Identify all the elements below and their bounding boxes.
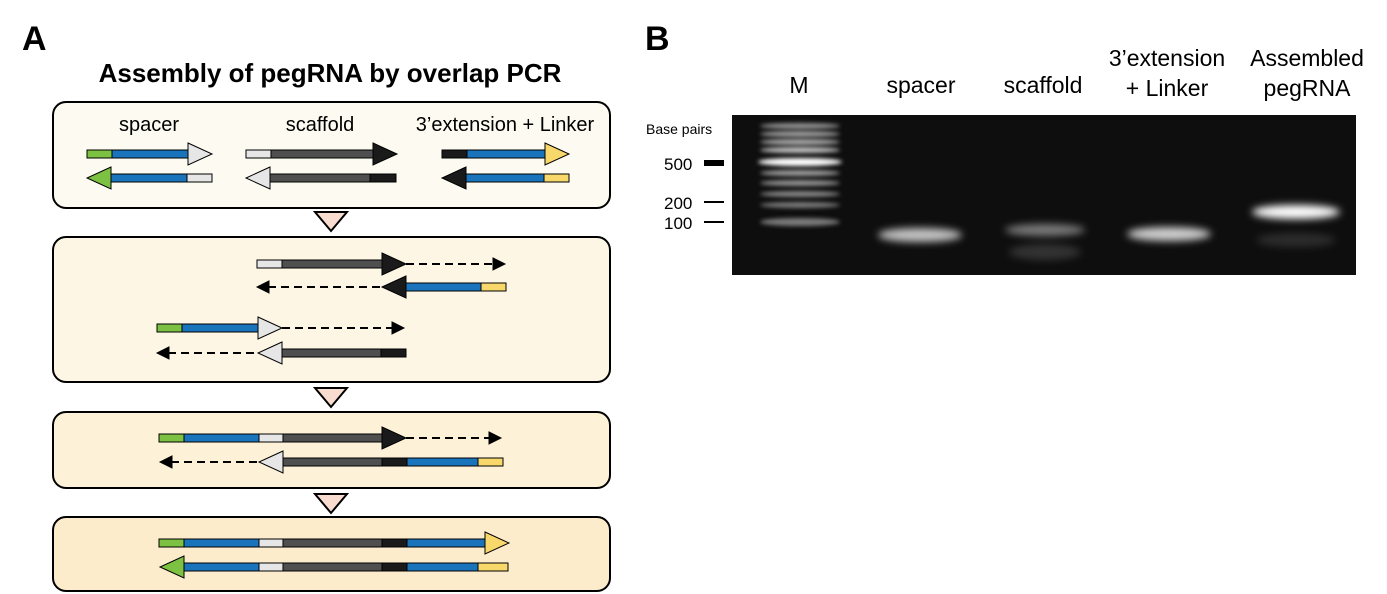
spacer-forward-extension-primer bbox=[156, 316, 406, 340]
ladder-mark-100: 100 bbox=[664, 214, 692, 233]
spacer-forward-strand bbox=[86, 142, 214, 166]
extension-reverse-strand bbox=[440, 166, 570, 190]
gel-band-extension bbox=[1127, 227, 1211, 241]
lane-label-extension-line1: 3’extension bbox=[1109, 45, 1225, 71]
label-spacer: spacer bbox=[119, 114, 179, 136]
gel-smear-scaffold bbox=[1009, 244, 1081, 260]
gel-image bbox=[732, 115, 1356, 275]
lane-label-extension-line2: + Linker bbox=[1126, 75, 1209, 101]
lane-label-assembled-line2: pegRNA bbox=[1264, 75, 1352, 101]
scaffold-reverse-extension-primer bbox=[155, 341, 407, 365]
label-scaffold: scaffold bbox=[286, 114, 355, 136]
ladder-mark-200: 200 bbox=[664, 194, 692, 213]
ladder-mark-500: 500 bbox=[664, 155, 692, 174]
lane-label-spacer: spacer bbox=[886, 72, 955, 98]
scaffold-extension-reverse-strand bbox=[158, 450, 504, 474]
label-extension-linker: 3’extension + Linker bbox=[416, 114, 595, 136]
lane-label-marker: M bbox=[789, 72, 808, 98]
extension-forward-strand bbox=[441, 142, 571, 166]
ladder-bands bbox=[758, 123, 842, 226]
spacer-scaffold-forward-strand bbox=[158, 426, 503, 450]
scaffold-forward-extension-primer bbox=[256, 252, 507, 276]
assembled-pegrna-reverse-strand bbox=[158, 555, 509, 579]
lane-label-scaffold: scaffold bbox=[1004, 72, 1083, 98]
scaffold-forward-strand bbox=[245, 142, 399, 166]
gel-band-assembled bbox=[1252, 205, 1340, 219]
assembled-pegrna-forward-strand bbox=[158, 531, 511, 555]
step-box-4 bbox=[52, 516, 611, 592]
ladder-tick-500 bbox=[704, 160, 724, 166]
down-triangle-icon bbox=[312, 493, 350, 515]
down-triangle-icon bbox=[312, 211, 350, 233]
extension-reverse-extension-primer bbox=[255, 275, 507, 299]
step-box-3 bbox=[52, 411, 611, 489]
down-triangle-icon bbox=[312, 387, 350, 409]
spacer-reverse-strand bbox=[85, 166, 213, 190]
gel-band-scaffold bbox=[1005, 224, 1085, 236]
ladder-title: Base pairs bbox=[646, 121, 712, 137]
lane-label-assembled-line1: Assembled bbox=[1250, 45, 1364, 71]
panel-b-letter: B bbox=[645, 20, 670, 58]
panel-a-letter: A bbox=[22, 20, 47, 58]
panel-a-title: Assembly of pegRNA by overlap PCR bbox=[99, 58, 562, 88]
step-box-2 bbox=[52, 236, 611, 383]
gel-band-spacer bbox=[878, 228, 962, 242]
scaffold-reverse-strand bbox=[244, 166, 397, 190]
gel-smear-assembled bbox=[1256, 233, 1336, 247]
